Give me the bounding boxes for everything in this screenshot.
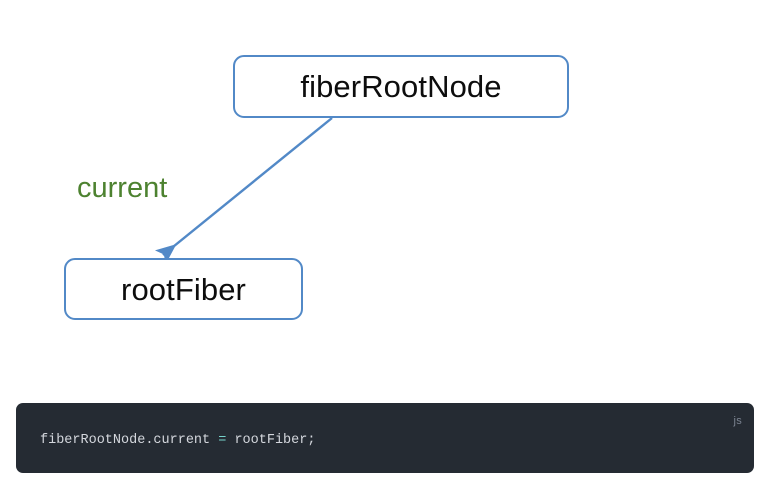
node-root-fiber-label: rootFiber [121,271,246,307]
code-token-operator: = [218,433,227,448]
node-fiber-root-node-label: fiberRootNode [300,69,502,104]
node-root-fiber[interactable]: rootFiber [64,258,303,320]
code-block[interactable]: js fiberRootNode.current = rootFiber; [16,403,754,473]
code-language-badge: js [733,415,742,427]
code-token-value: rootFiber; [226,433,316,448]
code-content: fiberRootNode.current = rootFiber; [40,431,315,451]
node-fiber-root-node[interactable]: fiberRootNode [233,55,569,118]
edge-label-current: current [77,172,168,204]
edge-current-line [154,117,333,264]
code-token-identifier: fiberRootNode.current [40,433,219,448]
diagram-canvas: fiberRootNode rootFiber current [64,55,569,320]
